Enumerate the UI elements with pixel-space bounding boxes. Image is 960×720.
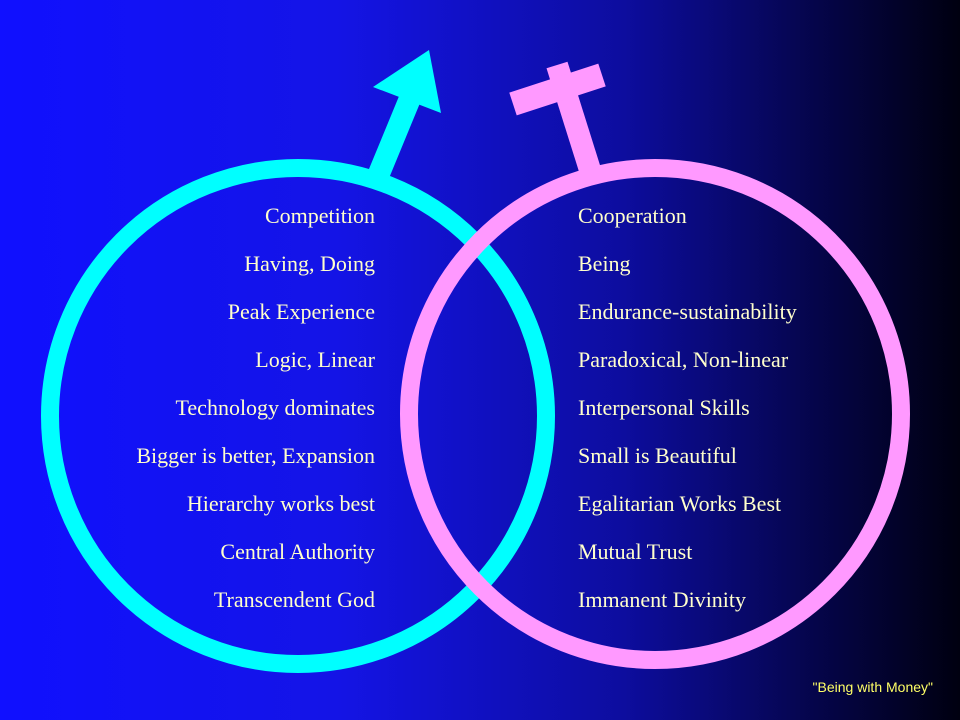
female-traits-list: Cooperation Being Endurance-sustainabili…: [578, 192, 797, 624]
male-trait-item: Having, Doing: [244, 251, 375, 276]
male-symbol-icon: [41, 50, 555, 673]
source-credit: "Being with Money": [812, 679, 933, 695]
female-trait-item: Being: [578, 251, 631, 276]
male-trait-item: Competition: [265, 203, 375, 228]
female-trait-item: Endurance-sustainability: [578, 299, 797, 324]
female-trait-item: Paradoxical, Non-linear: [578, 347, 789, 372]
female-cross-bar: [509, 63, 606, 116]
female-trait-item: Mutual Trust: [578, 539, 693, 564]
female-trait-item: Interpersonal Skills: [578, 395, 750, 420]
female-trait-item: Small is Beautiful: [578, 443, 737, 468]
male-traits-list: Competition Having, Doing Peak Experienc…: [136, 192, 375, 624]
male-trait-item: Technology dominates: [175, 395, 375, 420]
male-trait-item: Peak Experience: [227, 299, 375, 324]
male-trait-item: Bigger is better, Expansion: [136, 443, 375, 468]
male-trait-item: Central Authority: [220, 539, 375, 564]
male-arrow-head: [373, 50, 441, 113]
male-arrow-shaft: [367, 91, 422, 181]
female-trait-item: Egalitarian Works Best: [578, 491, 782, 516]
male-trait-item: Hierarchy works best: [186, 491, 375, 516]
female-trait-item: Immanent Divinity: [578, 587, 747, 612]
female-symbol-icon: [400, 61, 910, 669]
female-circle: [400, 159, 910, 669]
male-trait-item: Logic, Linear: [255, 347, 375, 372]
male-circle: [41, 159, 555, 673]
female-trait-item: Cooperation: [578, 203, 687, 228]
male-trait-item: Transcendent God: [213, 587, 375, 612]
